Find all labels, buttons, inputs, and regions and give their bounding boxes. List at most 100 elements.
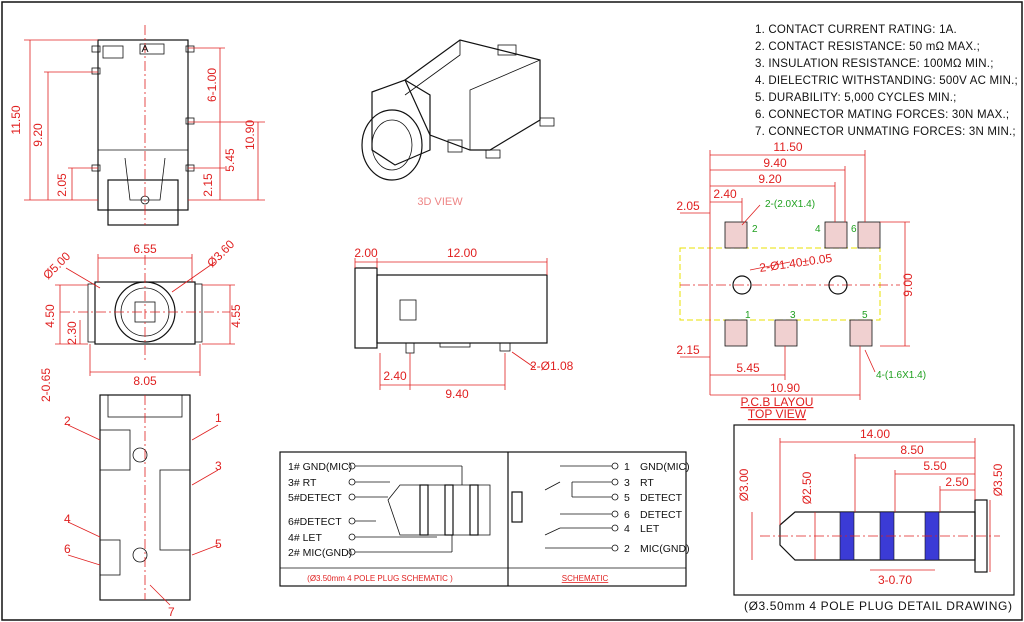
plug-detail-title: (Ø3.50mm 4 POLE PLUG DETAIL DRAWING): [744, 599, 1013, 613]
dim-w-940: 9.40: [445, 387, 469, 401]
pcb-hole: [732, 275, 752, 295]
pcb-pad: [849, 319, 873, 347]
dim-side-065: 2-0.65: [39, 368, 53, 402]
dim-w-240: 2.40: [383, 369, 407, 383]
spec-line: 6. CONNECTOR MATING FORCES: 30N MAX.;: [755, 109, 1010, 121]
schematic-left-label: 6#DETECT: [288, 516, 342, 528]
schematic-left-label: 5#DETECT: [288, 492, 342, 504]
spec-line: 3. INSULATION RESISTANCE: 100MΩ MIN.;: [755, 58, 994, 70]
plug-dim: Ø3.50: [991, 463, 1005, 496]
pcb-dim: 9.20: [758, 172, 782, 186]
pin-label: 5: [215, 537, 222, 551]
spec-line: 7. CONNECTOR UNMATING FORCES: 3N MIN.;: [755, 126, 1016, 138]
schematic-box: [279, 451, 687, 587]
pcb-pin-number: 1: [745, 310, 751, 321]
dim-w-805: 8.05: [133, 374, 157, 388]
dim-h-215: 2.15: [201, 173, 215, 197]
schematic-caption: SCHEMATIC: [562, 574, 609, 583]
pcb-pad: [857, 221, 881, 249]
pin-label: 7: [168, 605, 175, 619]
schematic-right-number: 1: [624, 461, 630, 473]
spec-line: 2. CONTACT RESISTANCE: 50 mΩ MAX.;: [755, 41, 980, 53]
pin-label: 4: [64, 512, 71, 526]
pcb-pad: [824, 221, 848, 249]
pcb-dim: 9.40: [763, 156, 787, 170]
schematic-left-label: 2# MIC(GND): [288, 547, 352, 559]
dim-h-610: 6-1.00: [205, 68, 219, 102]
spec-line: 5. DURABILITY: 5,000 CYCLES MIN.;: [755, 92, 957, 104]
plug-dim: 3-0.70: [878, 573, 912, 587]
pcb-dim: 11.50: [773, 140, 802, 154]
plug-schematic-caption: (Ø3.50mm 4 POLE PLUG SCHEMATIC ): [307, 574, 453, 583]
pcb-pad: [774, 319, 798, 347]
bottom-view: [67, 394, 219, 606]
dim-h-205: 2.05: [55, 173, 69, 197]
plug-dim: Ø2.50: [800, 471, 814, 504]
3d-view: [361, 39, 555, 181]
spec-line: 4. DIELECTRIC WITHSTANDING: 500V AC MIN.…: [755, 75, 1018, 87]
pin-label: 6: [64, 542, 71, 556]
pcb-pad-spec: 4-(1.6X1.4): [876, 370, 926, 381]
plug-dim: 8.50: [900, 443, 924, 457]
dim-h-230: 2.30: [65, 321, 79, 345]
schematic-right-number: 4: [624, 523, 630, 535]
pcb-pad-spec: 2-(2.0X1.4): [765, 199, 815, 210]
label-pcb-layout: P.C.B LAYOU: [741, 395, 814, 409]
schematic-right-number: 3: [624, 477, 630, 489]
side-view: [354, 258, 548, 390]
schematic-right-label: LET: [640, 523, 660, 535]
schematic-left-label: 1# GND(MIC): [288, 461, 352, 473]
plug-detail: [733, 424, 1015, 596]
schematic-right-number: 2: [624, 543, 630, 555]
pin-label: 1: [215, 411, 222, 425]
schematic-right-label: RT: [640, 477, 654, 489]
schematic-right-number: 5: [624, 492, 630, 504]
pcb-dim: 5.45: [736, 361, 760, 375]
schematic-right-label: DETECT: [640, 492, 683, 504]
pcb-dim: 10.90: [770, 381, 800, 395]
dim-w-1200: 12.00: [447, 246, 477, 260]
dim-w-655: 6.55: [133, 242, 157, 256]
pcb-dim: 2.15: [676, 343, 700, 357]
schematic-left-label: 4# LET: [288, 532, 322, 544]
pcb-pad: [724, 319, 748, 347]
pcb-dim: 2.40: [713, 187, 737, 201]
label-top-view: TOP VIEW: [748, 407, 807, 421]
schematic-right-label: MIC(GND): [640, 543, 690, 555]
pin-label: 2: [64, 414, 71, 428]
dim-h-545: 5.45: [223, 148, 237, 172]
dim-h-920: 9.20: [31, 123, 45, 147]
round-front-view: [55, 254, 235, 376]
pcb-pin-number: 6: [851, 224, 857, 235]
pcb-pin-number: 4: [815, 224, 821, 235]
pcb-dim: 2.05: [676, 199, 700, 213]
plug-dim: 5.50: [923, 459, 947, 473]
dim-dia-108: 2-Ø1.08: [530, 359, 574, 373]
dim-w-200: 2.00: [354, 246, 378, 260]
schematic-right-number: 6: [624, 509, 630, 521]
plug-dim: 14.00: [860, 427, 890, 441]
front-letter: A: [141, 43, 148, 55]
dim-dia-500: Ø5.00: [40, 249, 73, 282]
dim-h-455: 4.55: [229, 304, 243, 328]
pcb-pin-number: 5: [862, 310, 868, 321]
pin-label: 3: [215, 459, 222, 473]
dim-h-1090: 10.90: [243, 120, 257, 150]
pcb-pad: [724, 221, 748, 249]
plug-dim: 2.50: [945, 475, 969, 489]
front-view: [24, 25, 265, 226]
pcb-hole: [828, 275, 848, 295]
schematic-right-label: GND(MIC): [640, 461, 690, 473]
dim-h-total: 11.50: [9, 105, 23, 134]
dim-dia-360: Ø3.60: [204, 237, 237, 270]
spec-line: 1. CONTACT CURRENT RATING: 1A.: [755, 24, 957, 36]
plug-dim: Ø3.00: [737, 468, 751, 501]
dim-h-450: 4.50: [43, 304, 57, 328]
label-3d-view: 3D VIEW: [417, 196, 463, 208]
pcb-pin-number: 3: [790, 310, 796, 321]
pcb-pin-number: 2: [752, 224, 758, 235]
schematic-left-label: 3# RT: [288, 477, 317, 489]
pcb-layout: [679, 150, 910, 400]
